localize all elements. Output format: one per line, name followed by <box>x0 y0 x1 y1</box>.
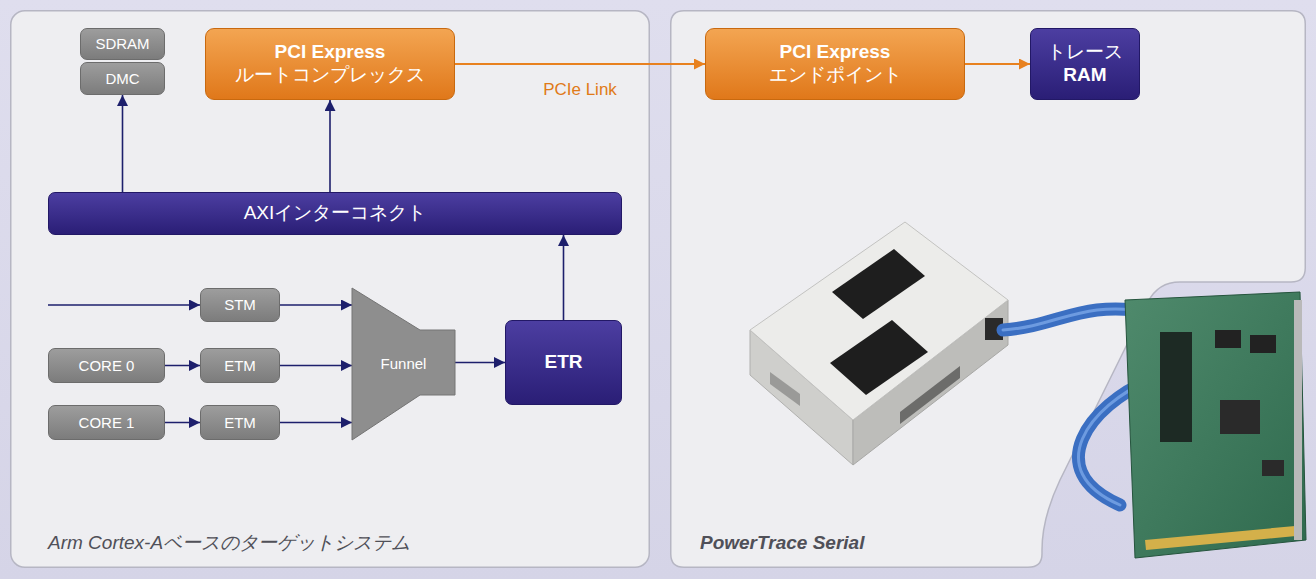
core-box: CORE 1 <box>48 405 165 440</box>
connector-arrow <box>455 63 705 65</box>
box-label: トレース <box>1047 41 1123 64</box>
box-label: エンドポイント <box>769 64 902 87</box>
trace-macrocell-box: ETM <box>200 405 280 440</box>
funnel-shape: Funnel <box>352 288 455 440</box>
connector-arrow <box>563 235 565 320</box>
box-label: PCI Express <box>275 41 386 64</box>
panel-caption: Arm Cortex-Aベースのターゲットシステム <box>48 532 410 555</box>
etr-box: ETR <box>505 320 622 405</box>
memory-box: SDRAM <box>80 28 165 60</box>
trace-ram-box: トレースRAM <box>1030 28 1140 100</box>
box-label: PCI Express <box>780 41 891 64</box>
connector-arrow <box>165 365 200 367</box>
box-label: ETM <box>224 357 256 375</box>
controller-box: DMC <box>80 62 165 95</box>
connector-arrow <box>280 304 352 306</box>
gold-fingers <box>1145 526 1296 550</box>
box-label: CORE 1 <box>79 414 135 432</box>
trace-tool-panel: PowerTrace SerialPCI ExpressエンドポイントトレースR… <box>670 10 1306 568</box>
box-label: SDRAM <box>95 35 149 53</box>
trace-macrocell-box: ETM <box>200 348 280 383</box>
box-label: AXIインターコネクト <box>244 202 427 225</box>
trace-macrocell-box: STM <box>200 288 280 322</box>
connector-arrow <box>329 100 331 192</box>
panel-outline <box>671 11 1306 568</box>
core-box: CORE 0 <box>48 348 165 383</box>
link-label: PCIe Link <box>543 80 617 100</box>
box-label: STM <box>224 296 256 314</box>
box-label: DMC <box>105 70 139 88</box>
connector-arrow <box>965 63 1030 65</box>
chip <box>1250 335 1276 353</box>
circuit-board <box>1125 292 1306 558</box>
panel-caption: PowerTrace Serial <box>700 532 864 555</box>
interconnect-bar: AXIインターコネクト <box>48 192 622 235</box>
connector-arrow <box>280 422 352 424</box>
panel-outline <box>11 11 650 568</box>
input-line <box>48 304 200 306</box>
pcie-endpoint-box: PCI Expressエンドポイント <box>705 28 965 100</box>
connector-arrow <box>280 365 352 367</box>
connector-arrow <box>455 362 505 364</box>
chip <box>1215 330 1241 348</box>
box-label: Funnel <box>381 355 427 373</box>
box-label: ETR <box>545 351 583 374</box>
card-connector <box>1160 332 1192 442</box>
device-pad <box>830 320 928 395</box>
box-label: CORE 0 <box>79 357 135 375</box>
chip <box>1220 400 1260 434</box>
chip <box>1262 460 1284 476</box>
box-label: ルートコンプレックス <box>235 64 425 87</box>
box-label: ETM <box>224 414 256 432</box>
connector-label-holder: PCIe Link <box>543 80 617 100</box>
connector-arrow <box>122 95 124 192</box>
pcie-root-box: PCI Expressルートコンプレックス <box>205 28 455 100</box>
card-bracket <box>1294 300 1302 540</box>
funnel-outline <box>352 288 455 440</box>
box-label: RAM <box>1063 64 1106 87</box>
connector-arrow <box>165 422 200 424</box>
